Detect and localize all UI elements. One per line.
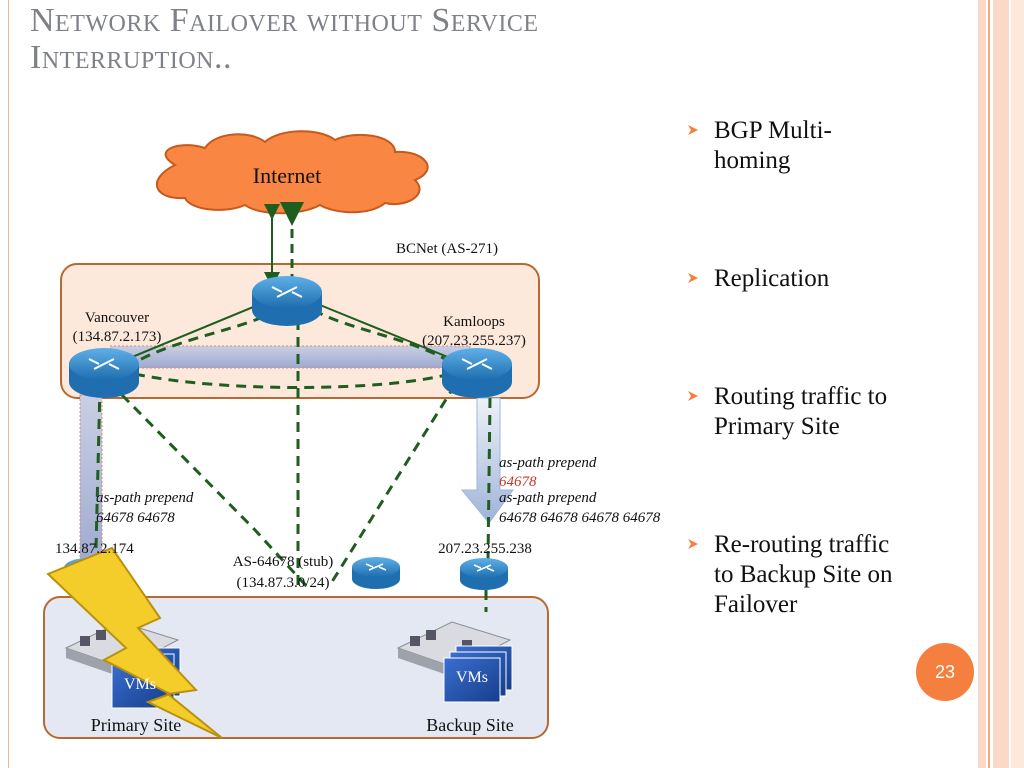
bcnet-label: BCNet (AS-271) <box>396 241 498 257</box>
bullet-line: to Backup Site on <box>714 561 893 588</box>
decor-stripe-1 <box>978 0 986 768</box>
decor-stripe-3 <box>993 0 1009 768</box>
router-icon <box>252 276 322 326</box>
bullet-arrow-icon <box>688 273 698 283</box>
as-path-prepend-right-1-value: 64678 <box>499 474 537 490</box>
as-path-prepend-right-1: as-path prepend <box>499 455 597 471</box>
decor-stripe-4 <box>1011 0 1024 768</box>
primary-router-ip: 134.87.2.174 <box>55 541 134 557</box>
kamloops-ip: (207.23.255.237) <box>422 333 526 349</box>
as-path-prepend-right-2-value: 64678 64678 64678 64678 <box>499 510 661 526</box>
as-path-prepend-right-2: as-path prepend <box>499 490 597 506</box>
bullet-arrow-icon <box>688 391 698 401</box>
slide-title-line-1: Network Failover without Service <box>30 2 539 39</box>
bullet-item: Routing traffic to Primary Site <box>686 382 956 442</box>
router-icon <box>442 348 512 398</box>
link-core-kamloops <box>319 304 461 363</box>
vancouver-ip: (134.87.2.173) <box>73 329 162 345</box>
stub-prefix: (134.87.3.0/24) <box>237 575 330 591</box>
bullet-item: BGP Multi- homing <box>686 116 956 176</box>
lightning-icon <box>46 546 223 739</box>
kamloops-name: Kamloops <box>443 314 505 330</box>
backup-down-arrow <box>460 397 514 524</box>
bullet-line: Primary Site <box>714 413 840 440</box>
bullet-item: Replication <box>686 264 956 294</box>
left-border-line <box>8 0 9 768</box>
primary-site-label: Primary Site <box>91 715 182 735</box>
vms-label-backup: VMs <box>456 669 488 686</box>
slide-title-line-2: Interruption.. <box>30 39 232 77</box>
backup-router-ip: 207.23.255.238 <box>438 541 532 557</box>
bullet-arrow-icon <box>688 125 698 135</box>
router-icon <box>69 348 139 398</box>
bullet-line: Failover <box>714 591 798 618</box>
decor-stripe-2 <box>988 0 990 768</box>
bullet-line: BGP Multi- <box>714 117 832 144</box>
vancouver-name: Vancouver <box>85 310 149 326</box>
bullet-arrow-icon <box>688 539 698 549</box>
bullet-line: homing <box>714 147 791 174</box>
slide-title: Network Failover without Service Interru… <box>30 2 770 77</box>
bullet-line: Routing traffic to <box>714 383 888 410</box>
router-icon <box>460 558 508 590</box>
vms-label-primary: VMs <box>124 676 156 693</box>
internet-label: Internet <box>253 163 321 188</box>
link-core-vancouver <box>119 304 259 363</box>
backup-site-label: Backup Site <box>426 715 514 735</box>
router-icon <box>352 557 400 589</box>
stub-as-label: AS-64678 (stub) <box>233 554 333 570</box>
datacenter-icon <box>396 621 512 678</box>
bullet-line: Replication <box>714 265 830 292</box>
as-path-prepend-left-value: 64678 64678 <box>96 510 175 526</box>
bullet-item: Re-routing traffic to Backup Site on Fai… <box>686 530 956 620</box>
bullet-line: Re-routing traffic <box>714 531 890 558</box>
as-path-prepend-left: as-path prepend <box>96 490 194 506</box>
cloud-icon <box>155 130 429 215</box>
page-number: 23 <box>916 643 974 701</box>
vm-stack-backup <box>443 645 513 703</box>
